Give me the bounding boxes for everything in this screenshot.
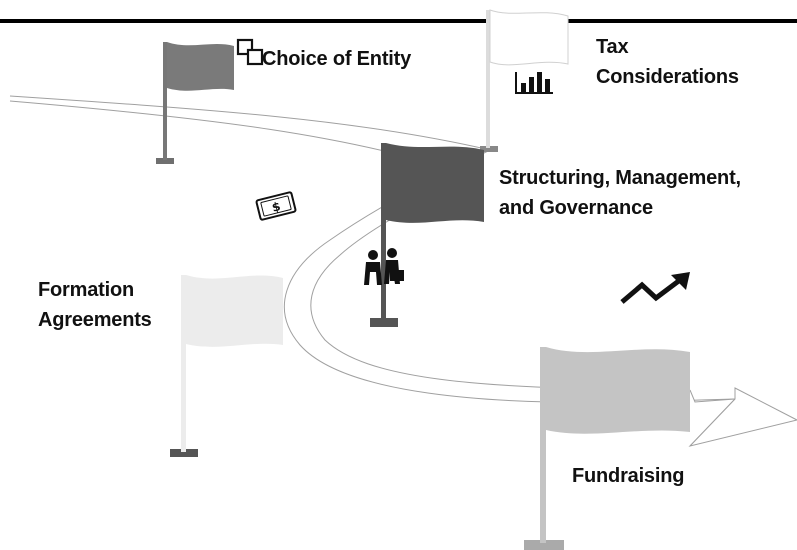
dollar-sign: $ bbox=[270, 199, 281, 215]
flag-formation bbox=[170, 275, 283, 457]
road-arrow-tip bbox=[688, 387, 797, 447]
dollar-bill-icon: $ bbox=[255, 191, 297, 221]
trend-arrow-icon bbox=[620, 272, 690, 304]
label-choice-of-entity: Choice of Entity bbox=[262, 48, 412, 70]
flag-cloth bbox=[546, 347, 690, 434]
flag-pole bbox=[181, 275, 186, 452]
flag-base bbox=[170, 449, 198, 457]
businessman-icon bbox=[364, 248, 404, 285]
flag-choice-of-entity bbox=[156, 42, 234, 164]
flag-base bbox=[156, 158, 174, 164]
flag-structuring bbox=[370, 143, 484, 327]
flag-base bbox=[370, 318, 398, 327]
flag-base bbox=[524, 540, 564, 550]
flag-cloth bbox=[167, 42, 234, 91]
road-path bbox=[9, 95, 736, 403]
label-formation-agreements: Formation Agreements bbox=[38, 279, 152, 331]
flag-pole bbox=[486, 10, 490, 148]
flag-fundraising bbox=[524, 347, 690, 550]
squares-icon bbox=[236, 38, 264, 66]
label-structuring: Structuring, Management, and Governance bbox=[499, 167, 741, 219]
bar-chart-icon bbox=[515, 72, 553, 94]
flag-pole bbox=[381, 143, 386, 321]
flag-cloth bbox=[489, 9, 569, 66]
flag-base bbox=[480, 146, 498, 152]
label-fundraising: Fundraising bbox=[572, 465, 685, 487]
label-tax-considerations: Tax Considerations bbox=[596, 36, 739, 88]
flag-cloth bbox=[386, 143, 484, 223]
flag-pole bbox=[163, 42, 167, 160]
flag-pole bbox=[540, 347, 546, 543]
flag-tax bbox=[480, 9, 569, 152]
flag-cloth bbox=[186, 275, 283, 347]
